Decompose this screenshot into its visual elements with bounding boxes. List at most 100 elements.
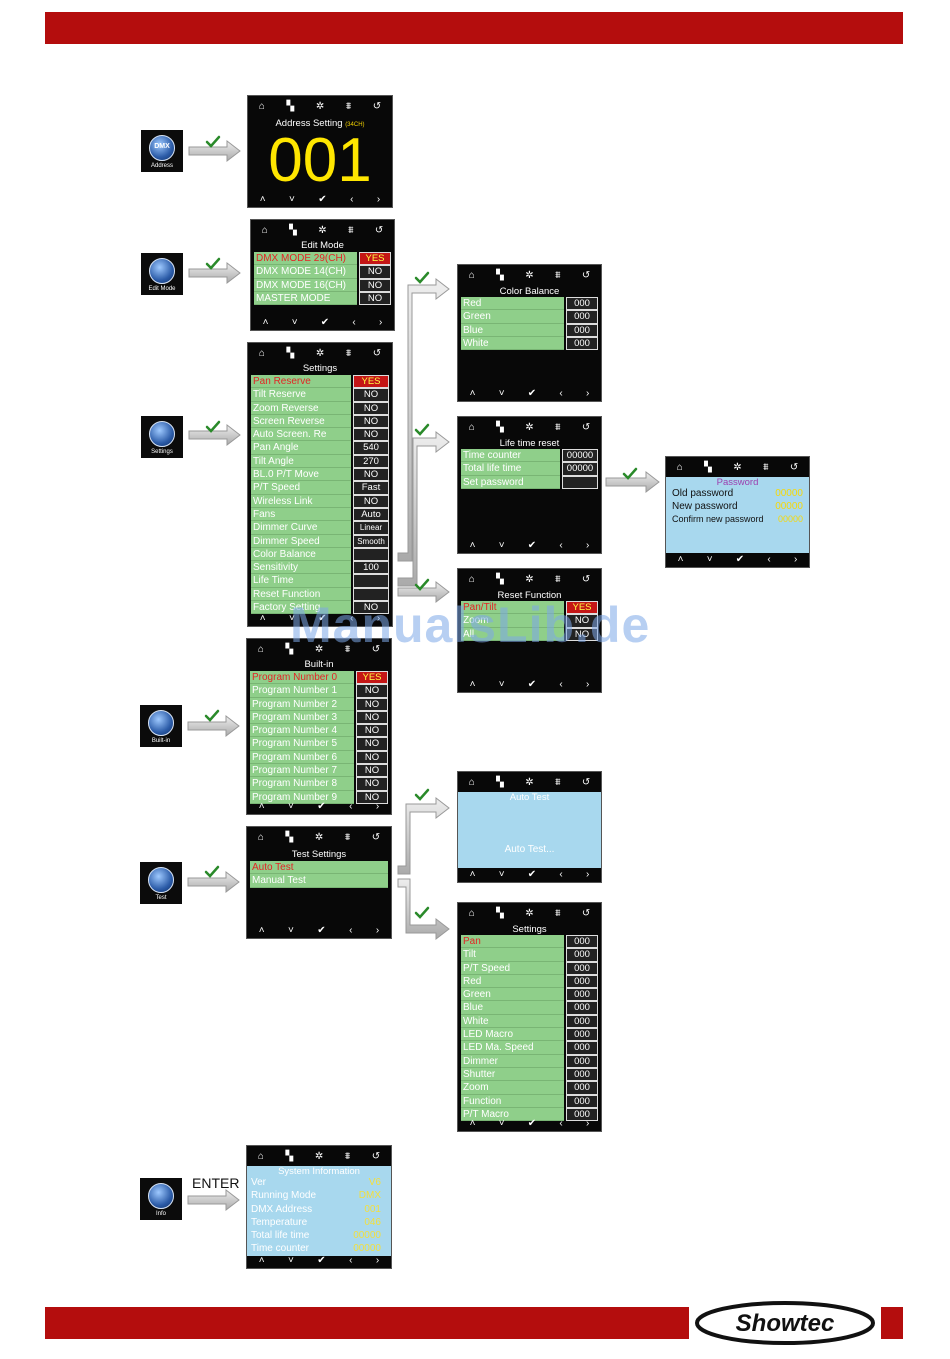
left-icon[interactable]: ‹ — [349, 1254, 353, 1266]
down-icon[interactable]: ˅ — [498, 1117, 505, 1129]
up-icon[interactable]: ˄ — [258, 1254, 265, 1266]
down-icon[interactable]: ˅ — [498, 539, 505, 551]
list-item[interactable]: DMX MODE 29(CH)YES — [254, 252, 391, 266]
address-menu-icon[interactable]: DMX Address — [141, 130, 183, 172]
up-icon[interactable]: ˄ — [469, 1117, 476, 1129]
network-icon[interactable]: ⩩ — [345, 347, 352, 359]
right-icon[interactable]: › — [376, 612, 381, 624]
ok-icon[interactable]: ✔ — [527, 387, 537, 399]
up-icon[interactable]: ˄ — [469, 539, 476, 551]
up-icon[interactable]: ˄ — [262, 316, 269, 328]
back-icon[interactable]: ↺ — [371, 831, 381, 843]
mode-icon[interactable]: ▚ — [496, 776, 504, 788]
mode-icon[interactable]: ▚ — [496, 421, 504, 433]
effect-icon[interactable]: ✲ — [733, 461, 742, 473]
effect-icon[interactable]: ✲ — [314, 643, 324, 655]
mode-icon[interactable]: ▚ — [285, 643, 294, 655]
back-icon[interactable]: ↺ — [581, 573, 591, 585]
down-icon[interactable]: ˅ — [706, 553, 713, 565]
back-icon[interactable]: ↺ — [372, 100, 382, 112]
up-icon[interactable]: ˄ — [469, 868, 476, 880]
right-icon[interactable]: › — [375, 924, 380, 936]
down-icon[interactable]: ˅ — [288, 1254, 294, 1266]
back-icon[interactable]: ↺ — [374, 224, 384, 236]
edit-mode-menu-icon[interactable]: Edit Mode — [141, 253, 183, 295]
back-icon[interactable]: ↺ — [789, 461, 799, 473]
home-icon[interactable]: ⌂ — [258, 347, 265, 359]
home-icon[interactable]: ⌂ — [676, 461, 683, 473]
up-icon[interactable]: ˄ — [259, 612, 266, 624]
right-icon[interactable]: › — [585, 868, 590, 880]
back-icon[interactable]: ↺ — [581, 269, 591, 281]
up-icon[interactable]: ˄ — [258, 800, 265, 812]
effect-icon[interactable]: ✲ — [314, 1150, 324, 1162]
builtin-menu-icon[interactable]: Built-in — [140, 705, 182, 747]
network-icon[interactable]: ⩩ — [345, 100, 352, 112]
down-icon[interactable]: ˅ — [291, 316, 298, 328]
effect-icon[interactable]: ✲ — [525, 776, 534, 788]
left-icon[interactable]: ‹ — [559, 1117, 563, 1129]
network-icon[interactable]: ⩩ — [555, 907, 561, 919]
right-icon[interactable]: › — [793, 553, 798, 565]
mode-icon[interactable]: ▚ — [704, 461, 712, 473]
left-icon[interactable]: ‹ — [350, 612, 354, 624]
right-icon[interactable]: › — [375, 1254, 380, 1266]
ok-icon[interactable]: ✔ — [318, 193, 327, 205]
mode-icon[interactable]: ▚ — [496, 269, 504, 281]
left-icon[interactable]: ‹ — [559, 539, 563, 551]
network-icon[interactable]: ⩩ — [555, 573, 561, 585]
right-icon[interactable]: › — [585, 387, 590, 399]
network-icon[interactable]: ⩩ — [344, 1150, 351, 1162]
back-icon[interactable]: ↺ — [581, 907, 591, 919]
mode-icon[interactable]: ▚ — [285, 831, 294, 843]
network-icon[interactable]: ⩩ — [555, 269, 561, 281]
left-icon[interactable]: ‹ — [352, 316, 356, 328]
network-icon[interactable]: ⩩ — [344, 643, 351, 655]
mode-icon[interactable]: ▚ — [286, 347, 295, 359]
test-menu-icon[interactable]: Test — [140, 862, 182, 904]
ok-icon[interactable]: ✔ — [527, 539, 537, 551]
down-icon[interactable]: ˅ — [289, 612, 295, 624]
effect-icon[interactable]: ✲ — [525, 421, 534, 433]
home-icon[interactable]: ⌂ — [257, 643, 264, 655]
auto-test-item[interactable]: Auto Test — [250, 861, 388, 875]
effect-icon[interactable]: ✲ — [318, 224, 327, 236]
ok-icon[interactable]: ✔ — [527, 678, 537, 690]
up-icon[interactable]: ˄ — [677, 553, 684, 565]
right-icon[interactable]: › — [378, 316, 383, 328]
